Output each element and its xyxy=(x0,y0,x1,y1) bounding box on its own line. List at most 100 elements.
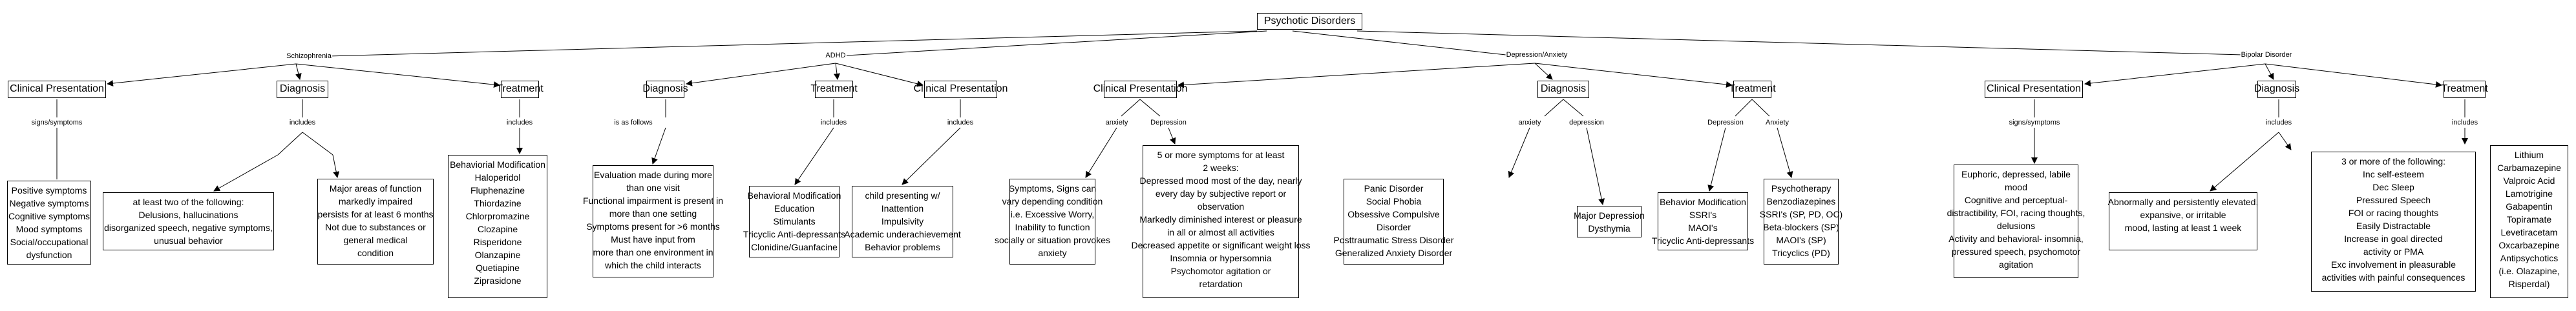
text-line: Positive symptoms xyxy=(11,185,87,196)
link-adhd-treatment xyxy=(833,63,840,80)
root-to-schizophrenia xyxy=(326,30,1258,57)
text-line: Behavior Modification xyxy=(1660,197,1746,207)
depression-anxiety-diagnosis[interactable]: Diagnosis xyxy=(1537,81,1589,98)
group-label-bipolar: Bipolar Disorder xyxy=(2240,51,2293,59)
text-line: Levetiracetam xyxy=(2500,227,2558,237)
text-line: SSRI's (SP, PD, OC) xyxy=(1759,209,1843,219)
text-line: activities with painful consequences xyxy=(2321,272,2465,283)
text-line: Gabapentin xyxy=(2506,201,2553,212)
text-line: Haloperidol xyxy=(474,172,521,183)
text-line: FOI or racing thoughts xyxy=(2348,208,2439,218)
text-line: Posttraumatic Stress Disorder xyxy=(1333,235,1454,245)
text-line: markedly impaired xyxy=(338,196,413,206)
text-line: Must have input from xyxy=(611,234,695,245)
connector-line xyxy=(1707,127,1726,192)
text-line: Dysthymia xyxy=(1588,223,1631,234)
text-line: Easily Distractable xyxy=(2356,221,2431,231)
text-line: Psychotherapy xyxy=(1771,183,1832,194)
text-line: Quetiapine xyxy=(476,263,520,273)
text-line: retardation xyxy=(1199,279,1243,289)
text-line: Mood symptoms xyxy=(16,224,83,234)
connector-line xyxy=(2278,132,2292,150)
adhd-diagnosis-box: Evaluation made during more than one vis… xyxy=(583,165,723,277)
text-line: 5 or more symptoms for at least xyxy=(1157,150,1285,160)
text-line: Increase in goal directed xyxy=(2344,234,2443,244)
schizophrenia-treatment[interactable]: Treatment xyxy=(496,81,544,98)
text-line: than one visit xyxy=(626,183,680,193)
text-line: Pressured Speech xyxy=(2356,195,2431,205)
text-line: Oxcarbazepine xyxy=(2498,240,2560,250)
bipolar-symptoms-box: Euphoric, depressed, labile mood Cogniti… xyxy=(1947,165,2085,278)
text-line: Markedly diminished interest or pleasure xyxy=(1139,214,1302,225)
text-line: Behavioral Modification xyxy=(747,190,841,201)
link-schiz-diagnosis xyxy=(295,63,302,80)
text-line: Evaluation made during more xyxy=(594,170,712,180)
text-line: mood xyxy=(2004,182,2028,192)
text-line: Inability to function xyxy=(1015,222,1090,232)
connector-line xyxy=(1544,99,1564,117)
connector-line xyxy=(1508,127,1530,178)
link-bp-clinical xyxy=(2084,63,2266,86)
link-label-depression: Depression xyxy=(1150,119,1187,126)
text-line: Carbamazepine xyxy=(2497,163,2561,173)
schizophrenia-clinical-presentation[interactable]: Clinical Presentation xyxy=(8,81,106,98)
link-bp-diagnosis xyxy=(2265,63,2274,80)
text-line: Valproic Acid xyxy=(2503,176,2555,186)
adhd-diagnosis[interactable]: Diagnosis xyxy=(642,81,688,98)
adhd-treatment[interactable]: Treatment xyxy=(810,81,858,98)
text-line: Academic underachievement xyxy=(844,229,961,239)
link-label-includes: includes xyxy=(819,119,848,126)
text-line: Symptoms, Signs can xyxy=(1008,183,1097,194)
text-line: Psychomotor agitation or xyxy=(1170,266,1271,276)
text-line: activity or PMA xyxy=(2363,246,2424,257)
group-label-adhd: ADHD xyxy=(825,52,847,59)
depression-diagnosis-box: Major Depression Dysthymia xyxy=(1574,206,1645,237)
text-line: Major areas of function xyxy=(329,183,422,194)
text-line: Risperdal) xyxy=(2508,279,2550,289)
text-line: Disorder xyxy=(1377,222,1411,232)
text-line: Risperidone xyxy=(473,237,522,247)
depression-anxiety-clinical-presentation[interactable]: Clinical Presentation xyxy=(1093,81,1187,98)
text-line: more than one environment in xyxy=(593,247,713,257)
text-line: Inattention xyxy=(881,203,924,214)
connector-line xyxy=(302,132,333,156)
depression-treatment-box: Behavior Modification SSRI's MAOI's Tric… xyxy=(1652,192,1754,250)
link-label-anxiety: anxiety xyxy=(1104,119,1129,126)
anxiety-treatment-box: Psychotherapy Benzodiazepines SSRI's (SP… xyxy=(1760,179,1842,265)
root-to-bipolar xyxy=(1357,30,2243,55)
schizophrenia-treatment-box: Behaviorial Modification Haloperidol Flu… xyxy=(448,155,547,298)
link-label-signs-symptoms: signs/symptoms xyxy=(30,119,83,126)
adhd-clinical-presentation[interactable]: Clinical Presentation xyxy=(914,81,1008,98)
text-line: Benzodiazepines xyxy=(1766,196,1836,206)
text-line: Panic Disorder xyxy=(1364,183,1424,194)
anxiety-diagnosis-box: Panic Disorder Social Phobia Obsessive C… xyxy=(1334,179,1453,265)
adhd-clinical-box: child presenting w/ Inattention Impulsiv… xyxy=(844,186,961,257)
text-line: child presenting w/ xyxy=(865,190,940,201)
text-line: expansive, or irritable xyxy=(2140,210,2226,220)
anxiety-presentation-box: Symptoms, Signs can vary depending condi… xyxy=(995,179,1110,265)
text-line: Cognitive and perceptual- xyxy=(1964,195,2068,205)
connector-line xyxy=(1751,99,1770,117)
text-line: more than one setting xyxy=(609,208,697,219)
root-node[interactable]: Psychotic Disorders xyxy=(1257,13,1362,30)
text-line: Generalized Anxiety Disorder xyxy=(1335,248,1453,258)
text-line: mood, lasting at least 1 week xyxy=(2124,223,2242,233)
text-line: Beta-blockers (SP) xyxy=(1763,222,1839,232)
text-line: Education xyxy=(774,203,815,214)
text-line: Topiramate xyxy=(2506,214,2552,225)
text-line: Major Depression xyxy=(1574,210,1645,221)
text-line: Symptoms present for >6 months xyxy=(586,221,720,232)
text-line: distractibility, FOI, racing thoughts, xyxy=(1947,208,2085,218)
connector-line xyxy=(1777,127,1793,178)
text-line: pressured speech, psychomotor xyxy=(1951,246,2081,257)
bipolar-clinical-presentation[interactable]: Clinical Presentation xyxy=(1985,81,2083,98)
schizophrenia-diagnosis[interactable]: Diagnosis xyxy=(277,81,328,98)
adhd-treatment-box: Behavioral Modification Education Stimul… xyxy=(743,186,845,257)
text-line: Cognitive symptoms xyxy=(8,211,90,221)
depression-anxiety-treatment[interactable]: Treatment xyxy=(1729,81,1776,98)
bipolar-diagnosis[interactable]: Diagnosis xyxy=(2254,81,2299,98)
bipolar-treatment[interactable]: Treatment xyxy=(2441,81,2488,98)
root-to-adhd xyxy=(846,30,1267,56)
link-label-includes: includes xyxy=(2265,119,2293,126)
